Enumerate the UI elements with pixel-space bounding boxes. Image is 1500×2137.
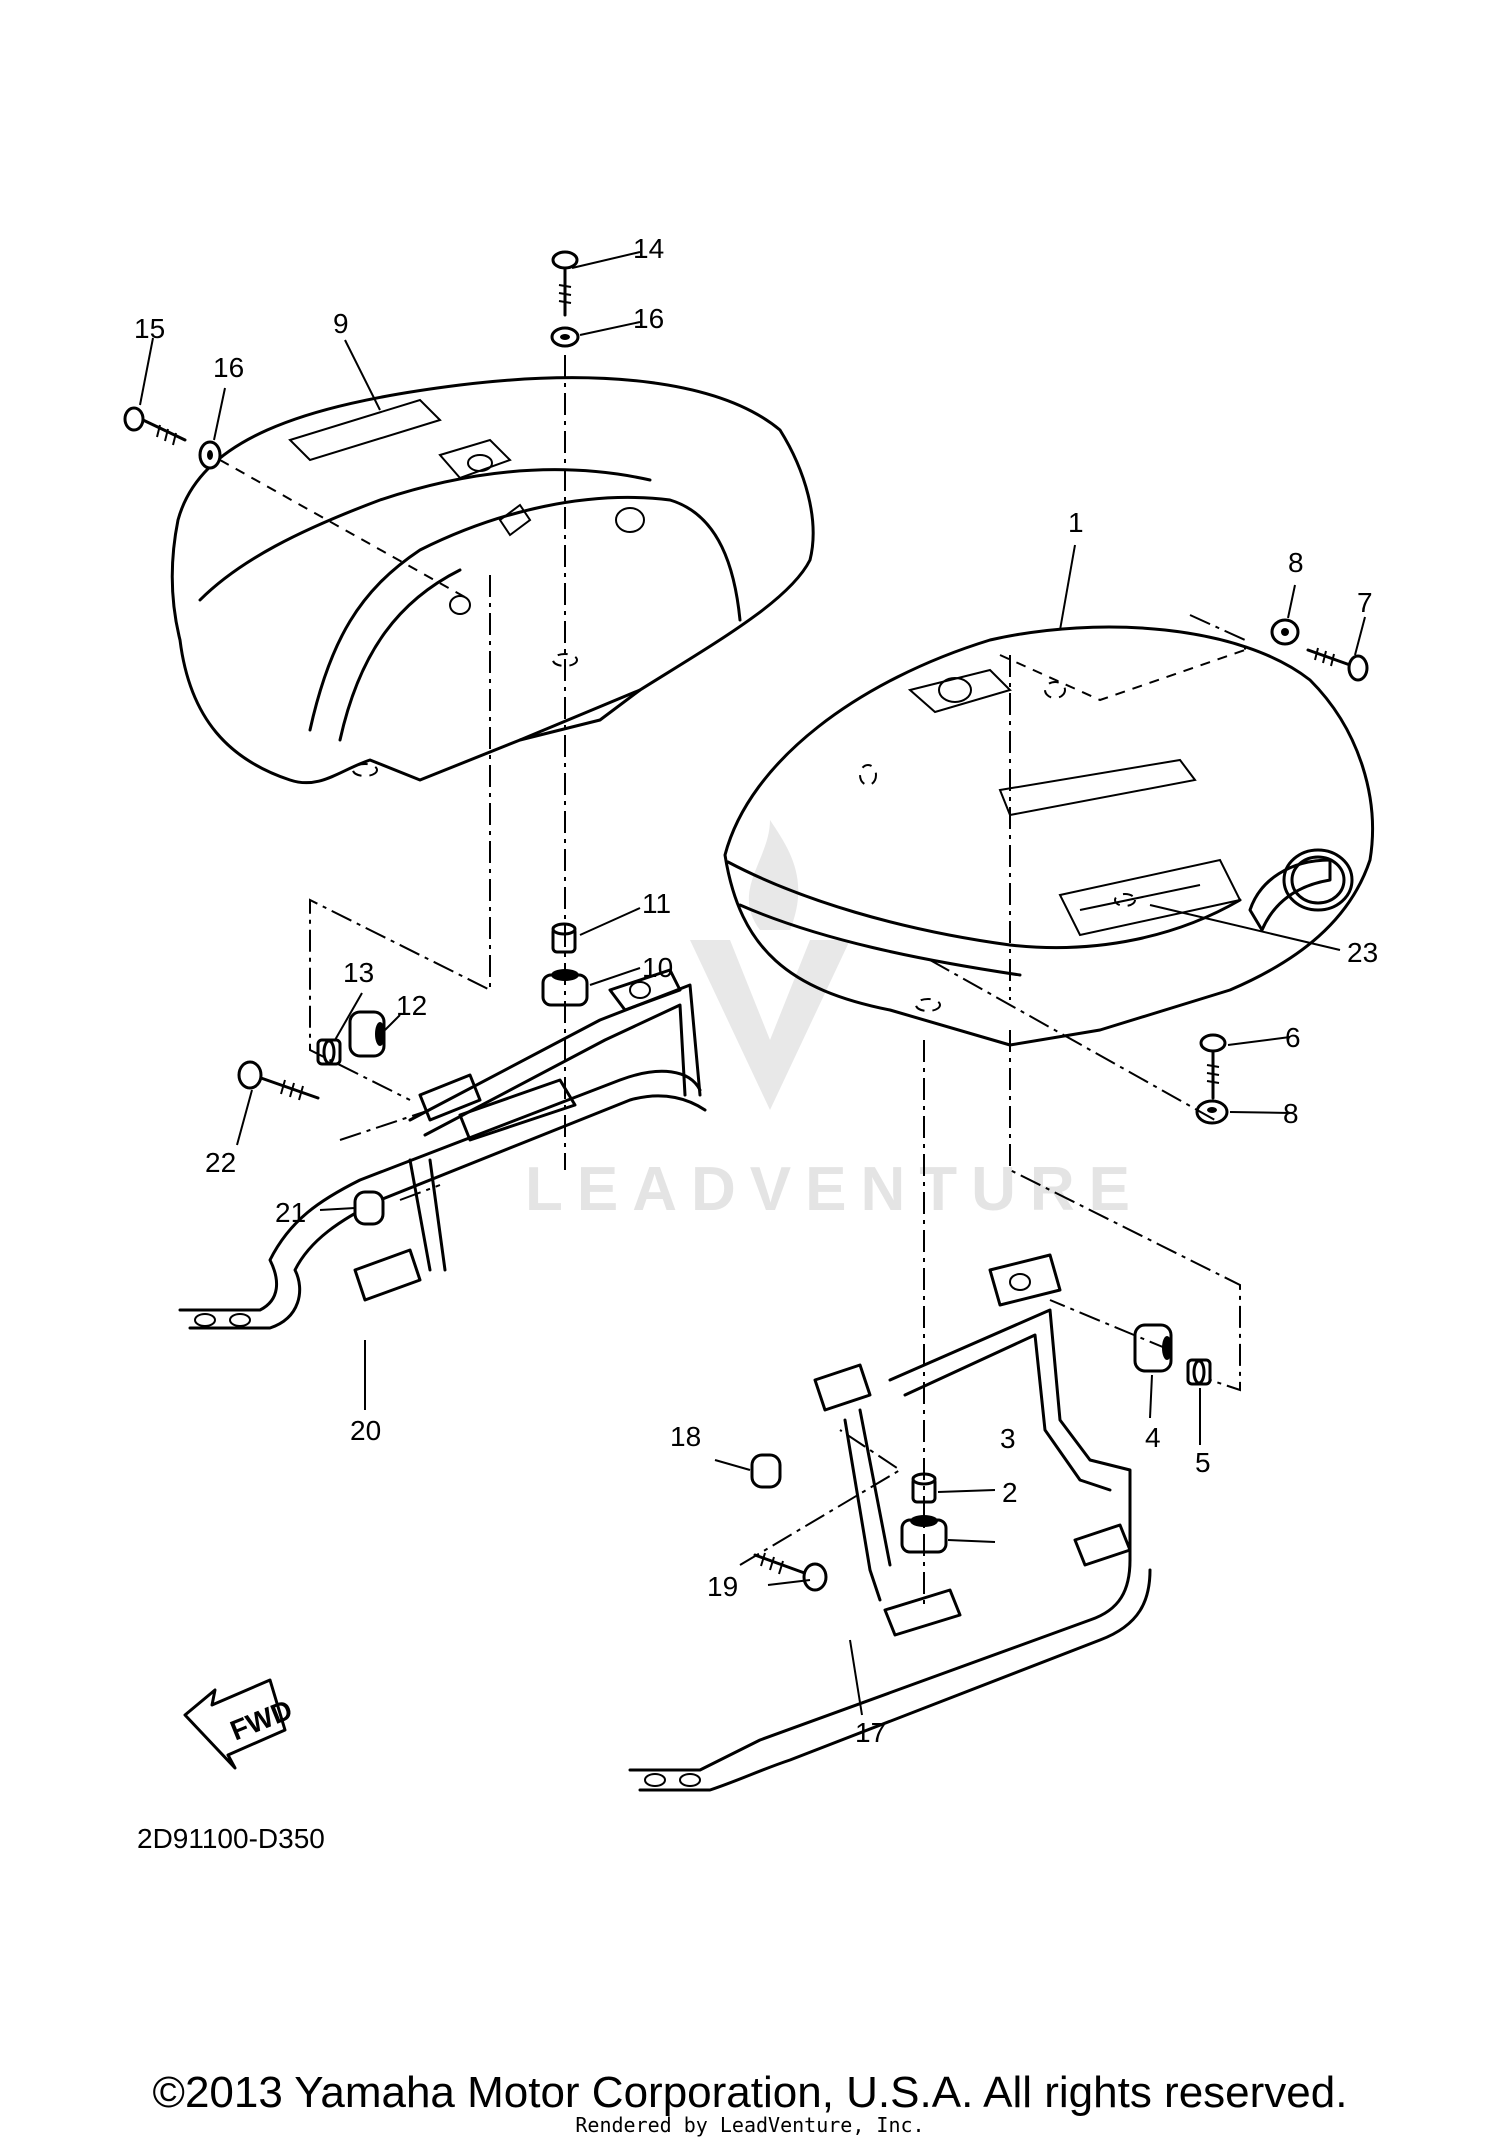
callout-3: 3 xyxy=(1000,1423,1016,1454)
callout-9: 9 xyxy=(333,308,349,339)
callout-4: 4 xyxy=(1145,1422,1161,1453)
callout-16-left: 16 xyxy=(213,352,244,383)
callout-1: 1 xyxy=(1068,507,1084,538)
collar-part-5 xyxy=(1186,1358,1212,1386)
collar-part-13 xyxy=(316,1038,342,1066)
callout-14: 14 xyxy=(633,233,664,264)
washer-part-16-top xyxy=(550,326,580,348)
cap-part-21 xyxy=(353,1190,385,1226)
callout-8-bottom: 8 xyxy=(1283,1098,1299,1129)
callout-16-top: 16 xyxy=(633,303,664,334)
washer-part-8-top xyxy=(1270,618,1300,646)
watermark-text: LEADVENTURE xyxy=(525,1155,1144,1224)
callout-13: 13 xyxy=(343,957,374,988)
callout-19: 19 xyxy=(707,1571,738,1602)
callout-5: 5 xyxy=(1195,1447,1211,1478)
callout-23: 23 xyxy=(1347,937,1378,968)
callout-6: 6 xyxy=(1285,1022,1301,1053)
leadventure-watermark: LEADVENTURE xyxy=(525,820,1144,1224)
diagram-code: 2D91100-D350 xyxy=(137,1823,325,1854)
callout-11: 11 xyxy=(642,888,671,919)
bolt-part-15 xyxy=(123,406,187,446)
callout-numbers: 1 2 3 4 5 6 7 8 8 9 10 11 12 13 14 15 16… xyxy=(134,233,1378,1748)
callout-17: 17 xyxy=(855,1717,886,1748)
callout-2: 2 xyxy=(1002,1477,1018,1508)
cap-part-18 xyxy=(750,1453,782,1489)
grommet-part-4 xyxy=(1133,1323,1173,1373)
washer-part-16-left xyxy=(198,440,222,470)
assembly-lines xyxy=(219,355,1246,1610)
fwd-label: FWD xyxy=(226,1694,297,1747)
callout-21: 21 xyxy=(275,1197,306,1228)
callout-leaders xyxy=(139,251,1366,1716)
copyright-notice: ©2013 Yamaha Motor Corporation, U.S.A. A… xyxy=(152,2068,1348,2117)
callout-22: 22 xyxy=(205,1147,236,1178)
callout-20: 20 xyxy=(350,1415,381,1446)
rendered-by-credit: Rendered by LeadVenture, Inc. xyxy=(575,2113,925,2137)
fwd-direction-arrow: FWD xyxy=(183,1678,297,1770)
right-saddlebag-part-1 xyxy=(723,625,1374,1047)
bolt-part-7 xyxy=(1306,647,1369,682)
callout-12: 12 xyxy=(396,990,427,1021)
bolt-part-14 xyxy=(551,250,579,317)
callout-15: 15 xyxy=(134,313,165,344)
left-saddlebag-part-9 xyxy=(170,376,815,785)
callout-7: 7 xyxy=(1357,587,1373,618)
bolt-part-19 xyxy=(753,1552,828,1592)
callout-10: 10 xyxy=(642,952,673,983)
callout-8-top: 8 xyxy=(1288,547,1304,578)
grommet-part-12 xyxy=(348,1010,386,1058)
callout-18: 18 xyxy=(670,1421,701,1452)
bolt-part-22 xyxy=(237,1060,320,1101)
left-stay-part-20 xyxy=(178,968,707,1330)
bolt-part-6 xyxy=(1199,1033,1227,1100)
washer-part-8-bottom xyxy=(1195,1099,1229,1125)
right-stay-part-17 xyxy=(628,1253,1152,1792)
